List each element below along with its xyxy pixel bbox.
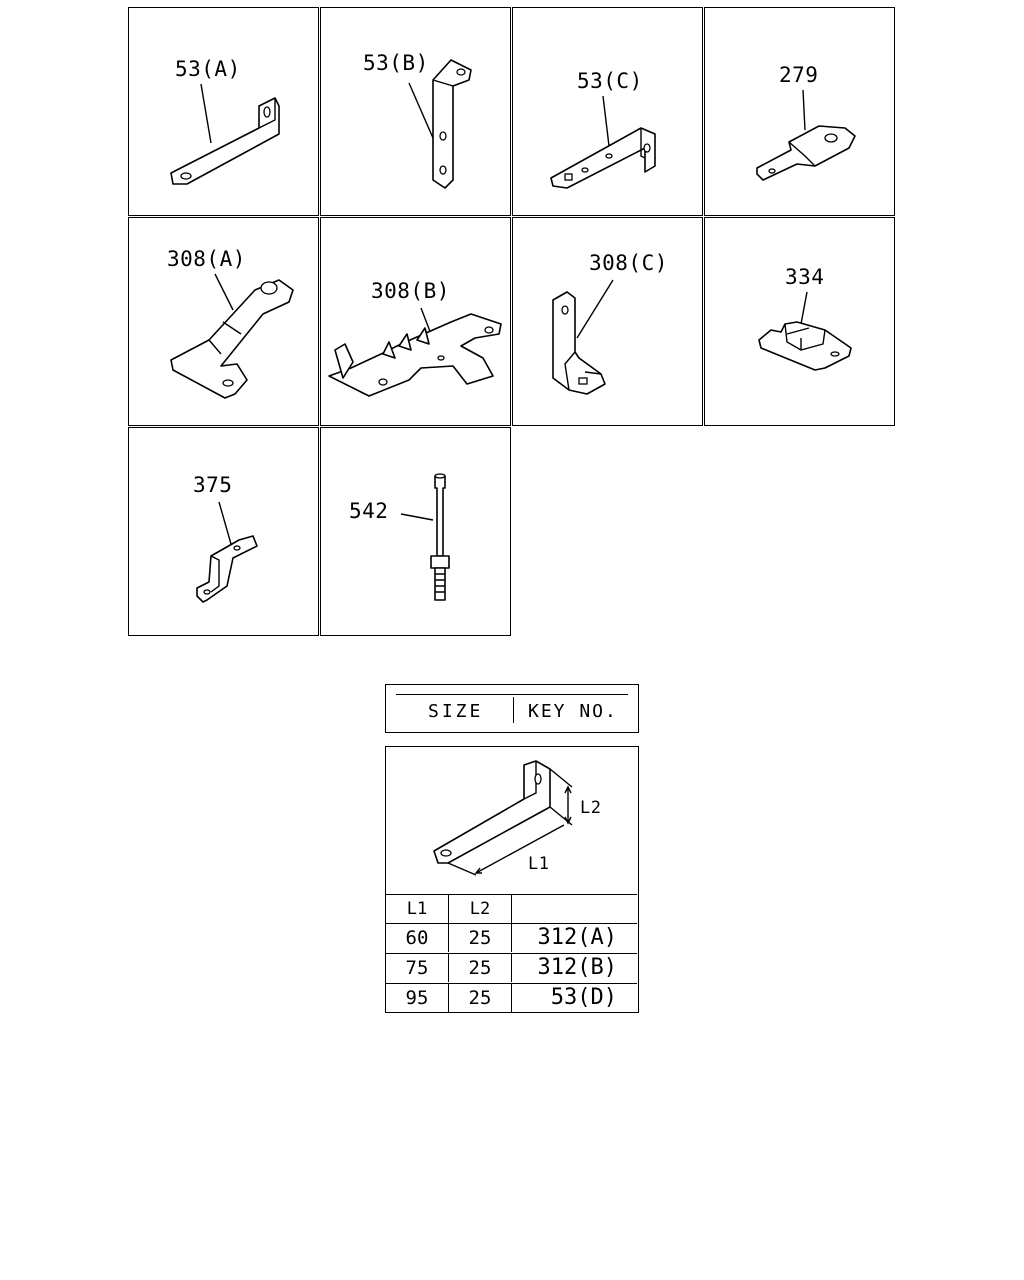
dimension-bracket-drawing: L2 L1: [433, 760, 601, 876]
size-table: L2 L1 L1 L2 60 25 312(A) 75 25 312(B) 95…: [385, 746, 639, 1013]
part-label-334: 334: [785, 265, 824, 289]
size-heading: SIZE: [428, 701, 484, 722]
cell-l1: 95: [386, 984, 449, 1012]
table-row: 60 25 312(A): [386, 923, 637, 952]
part-label-53c: 53(C): [577, 69, 643, 93]
table-header-row: L1 L2: [386, 894, 637, 923]
bracket-53c-drawing: 53(C): [550, 69, 656, 189]
part-label-279: 279: [779, 63, 818, 87]
part-cell-279: 279: [704, 7, 895, 216]
key-no-heading: KEY NO.: [528, 701, 618, 722]
part-label-53b: 53(B): [363, 51, 429, 75]
part-label-53a: 53(A): [175, 57, 241, 81]
cell-l1: 60: [386, 924, 449, 952]
part-label-375: 375: [193, 473, 232, 497]
part-label-308b: 308(B): [371, 279, 450, 303]
column-header-l1: L1: [386, 895, 449, 923]
part-cell-375: 375: [128, 427, 319, 636]
bracket-53a-drawing: 53(A): [170, 57, 280, 185]
bracket-308c-drawing: 308(C): [552, 251, 668, 395]
cell-l1: 75: [386, 954, 449, 982]
part-label-308c: 308(C): [589, 251, 668, 275]
part-cell-53b: 53(B): [320, 7, 511, 216]
plate-279-drawing: 279: [756, 63, 856, 181]
table-row: 75 25 312(B): [386, 953, 637, 982]
part-cell-308c: 308(C): [512, 217, 703, 426]
part-cell-542: 542: [320, 427, 511, 636]
dimension-l2: L2: [580, 798, 601, 818]
stud-542-drawing: 542: [349, 473, 450, 601]
cell-key: 312(A): [537, 925, 617, 950]
bracket-308b-drawing: 308(B): [328, 279, 502, 397]
plate-334-drawing: 334: [758, 265, 852, 371]
cell-l2: 25: [449, 984, 512, 1012]
part-label-308a: 308(A): [167, 247, 246, 271]
part-cell-53a: 53(A): [128, 7, 319, 216]
column-header-key: [512, 895, 637, 923]
table-row: 95 25 53(D): [386, 983, 637, 1012]
cell-l2: 25: [449, 924, 512, 952]
dimension-l1: L1: [528, 854, 549, 874]
part-cell-308b: 308(B): [320, 217, 511, 426]
cell-key: 312(B): [537, 955, 617, 980]
bracket-308a-drawing: 308(A): [167, 247, 294, 399]
cell-key: 53(D): [550, 985, 617, 1010]
column-header-l2: L2: [449, 895, 512, 923]
bracket-53b-drawing: 53(B): [363, 51, 472, 189]
part-label-542: 542: [349, 499, 388, 523]
part-cell-334: 334: [704, 217, 895, 426]
part-cell-308a: 308(A): [128, 217, 319, 426]
part-cell-53c: 53(C): [512, 7, 703, 216]
size-key-header: SIZE KEY NO.: [385, 684, 639, 733]
bracket-375-drawing: 375: [193, 473, 258, 603]
cell-l2: 25: [449, 954, 512, 982]
